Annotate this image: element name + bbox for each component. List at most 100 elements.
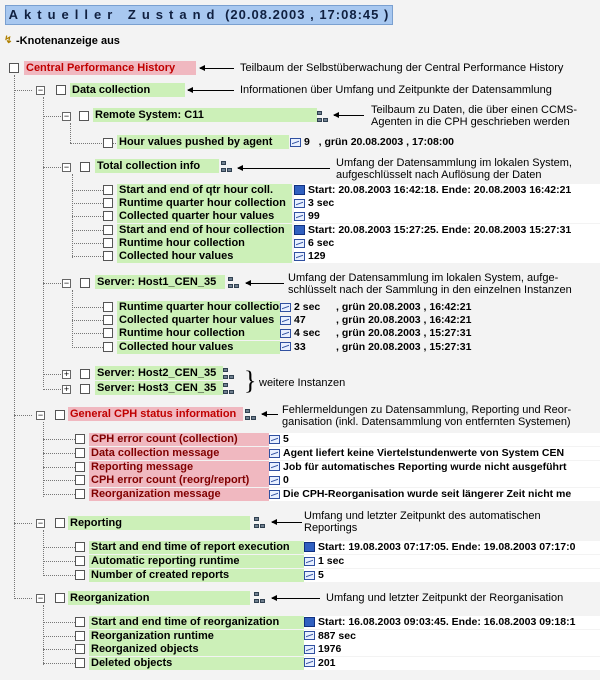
row-checkbox[interactable] [103, 302, 113, 312]
expand-toggle[interactable]: + [62, 369, 71, 379]
row-checkbox[interactable] [75, 542, 85, 552]
node-reporting[interactable]: Reporting [68, 516, 250, 530]
subtree-icon[interactable] [254, 517, 266, 529]
chart-icon[interactable] [304, 631, 315, 641]
chart-icon[interactable] [294, 212, 305, 222]
node-reorganization[interactable]: Reorganization [68, 591, 250, 605]
row-label[interactable]: Runtime quarter hour collection [117, 301, 292, 314]
row-label[interactable]: CPH error count (collection) [89, 433, 274, 446]
collapse-toggle[interactable]: − [36, 593, 45, 603]
subtree-icon[interactable] [228, 277, 240, 289]
row-label[interactable]: Start and end time of report execution [89, 541, 314, 554]
subtree-icon[interactable] [223, 368, 235, 380]
node-checkbox[interactable] [55, 518, 65, 528]
chart-icon[interactable] [280, 302, 291, 312]
chart-icon[interactable] [294, 198, 305, 208]
row-label[interactable]: Runtime quarter hour collection [117, 197, 292, 211]
row-label[interactable]: Reporting message [89, 460, 274, 474]
row-label[interactable]: Start and end time of reorganization [89, 616, 314, 629]
row-checkbox[interactable] [103, 315, 113, 326]
system-icon[interactable] [304, 542, 315, 553]
row-checkbox[interactable] [75, 644, 85, 654]
row-checkbox[interactable] [75, 556, 85, 566]
row-checkbox[interactable] [75, 570, 85, 580]
row-label[interactable]: Collected quarter hour values [117, 210, 292, 224]
row-checkbox[interactable] [103, 211, 113, 222]
row-checkbox[interactable] [75, 617, 85, 627]
row-checkbox[interactable] [75, 475, 85, 486]
system-icon[interactable] [294, 224, 305, 235]
node-checkbox[interactable] [80, 384, 90, 394]
row-checkbox[interactable] [75, 630, 85, 641]
chart-icon[interactable] [269, 462, 280, 472]
row-label[interactable]: Collected hour values [117, 250, 292, 263]
subtree-icon[interactable] [254, 592, 266, 604]
row-checkbox[interactable] [75, 434, 85, 444]
chart-icon[interactable] [269, 476, 280, 486]
row-label[interactable]: Runtime hour collection [117, 236, 292, 250]
chart-icon[interactable] [304, 556, 315, 566]
chart-icon[interactable] [280, 329, 291, 339]
chart-icon[interactable] [269, 448, 280, 458]
row-checkbox[interactable] [75, 447, 85, 458]
row-label[interactable]: Automatic reporting runtime [89, 555, 314, 568]
collapse-toggle[interactable]: − [62, 162, 71, 172]
chart-icon[interactable] [304, 658, 315, 668]
system-icon[interactable] [294, 185, 305, 196]
row-label[interactable]: Collected hour values [117, 340, 292, 354]
node-checkbox[interactable] [80, 278, 90, 288]
node-checkbox[interactable] [103, 138, 113, 148]
node-hour-values[interactable]: Hour values pushed by agent [117, 135, 289, 149]
row-checkbox[interactable] [103, 251, 113, 261]
row-label[interactable]: Number of created reports [89, 569, 314, 582]
node-data-collection[interactable]: Data collection [70, 83, 185, 97]
row-label[interactable]: Start and end of qtr hour coll. [117, 184, 292, 197]
row-label[interactable]: Reorganization message [89, 488, 274, 502]
chart-icon[interactable] [294, 238, 305, 248]
row-label[interactable]: Deleted objects [89, 656, 314, 670]
row-checkbox[interactable] [103, 224, 113, 235]
row-checkbox[interactable] [75, 461, 85, 472]
row-checkbox[interactable] [103, 328, 113, 339]
row-label[interactable]: Reorganization runtime [89, 629, 314, 643]
expand-toggle[interactable]: + [62, 384, 71, 394]
node-total-collection-info[interactable]: Total collection info [95, 159, 219, 173]
system-icon[interactable] [304, 617, 315, 628]
row-label[interactable]: Start and end of hour collection [117, 223, 292, 237]
chart-icon[interactable] [304, 570, 315, 580]
node-server-host2[interactable]: Server: Host2_CEN_35 [95, 366, 223, 380]
row-label[interactable]: Collected quarter hour values [117, 314, 292, 328]
node-cph[interactable]: Central Performance History [24, 61, 196, 75]
node-checkbox[interactable] [79, 111, 89, 121]
node-checkbox[interactable] [80, 162, 90, 172]
node-checkbox[interactable] [80, 369, 90, 379]
row-label[interactable]: Runtime hour collection [117, 327, 292, 341]
row-checkbox[interactable] [103, 185, 113, 195]
node-checkbox[interactable] [9, 63, 19, 73]
chart-icon[interactable] [290, 137, 301, 147]
subtree-icon[interactable] [317, 111, 329, 123]
subtree-icon[interactable] [223, 383, 235, 395]
chart-icon[interactable] [294, 251, 305, 261]
node-general-cph-status[interactable]: General CPH status information [68, 407, 243, 421]
row-checkbox[interactable] [103, 237, 113, 248]
node-server-host3[interactable]: Server: Host3_CEN_35 [95, 381, 223, 395]
node-checkbox[interactable] [56, 85, 66, 95]
chart-icon[interactable] [280, 342, 291, 352]
chart-icon[interactable] [269, 489, 280, 499]
row-checkbox[interactable] [75, 657, 85, 668]
subtree-icon[interactable] [221, 161, 233, 173]
collapse-toggle[interactable]: − [62, 278, 71, 288]
row-label[interactable]: CPH error count (reorg/report) [89, 474, 274, 488]
collapse-toggle[interactable]: − [36, 518, 45, 528]
collapse-toggle[interactable]: − [62, 111, 71, 121]
subtree-icon[interactable] [245, 409, 257, 421]
node-remote-system[interactable]: Remote System: C11 [93, 108, 317, 122]
row-checkbox[interactable] [103, 341, 113, 352]
row-label[interactable]: Reorganized objects [89, 643, 314, 656]
chart-icon[interactable] [280, 315, 291, 325]
chart-icon[interactable] [269, 434, 280, 444]
collapse-toggle[interactable]: − [36, 85, 45, 95]
collapse-toggle[interactable]: − [36, 410, 45, 420]
row-checkbox[interactable] [75, 489, 85, 500]
